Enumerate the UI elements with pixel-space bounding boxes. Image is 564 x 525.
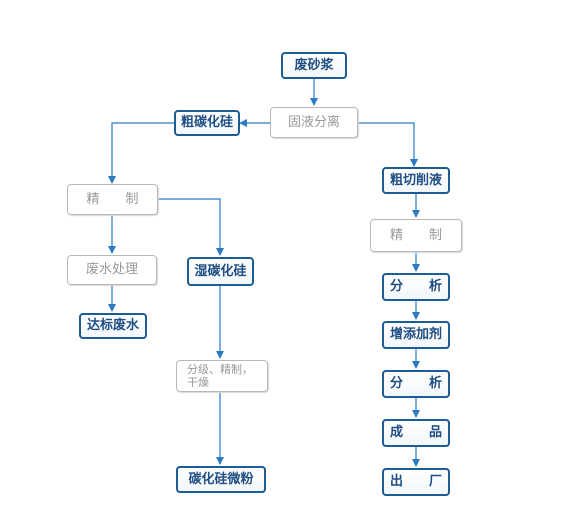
node-refine-left: 精 制	[67, 184, 158, 215]
node-additive: 增添加剂	[382, 321, 450, 349]
node-finished-product: 成 品	[382, 419, 450, 447]
node-compliant-wastewater: 达标废水	[79, 313, 147, 339]
edge-refine-to-wet-sic	[158, 198, 224, 256]
node-analysis-2: 分 析	[382, 370, 450, 398]
node-solid-liquid-separation: 固液分离	[270, 107, 358, 138]
node-wastewater-treatment: 废水处理	[67, 255, 157, 285]
node-wet-sic: 湿碳化硅	[187, 257, 254, 286]
node-shipment: 出 厂	[382, 468, 450, 496]
edge-separation-to-cutting-fluid	[358, 122, 418, 167]
node-classify-refine-dry: 分级、精制，干燥	[176, 360, 268, 392]
node-analysis-1: 分 析	[382, 273, 450, 301]
edge-crude-sic-to-refine	[108, 122, 174, 184]
node-crude-cutting-fluid: 粗切削液	[382, 167, 450, 194]
node-waste-slurry: 废砂浆	[281, 52, 347, 79]
node-sic-micropowder: 碳化硅微粉	[176, 466, 266, 493]
node-refine-right: 精 制	[370, 219, 462, 252]
node-crude-sic: 粗碳化硅	[174, 110, 240, 136]
